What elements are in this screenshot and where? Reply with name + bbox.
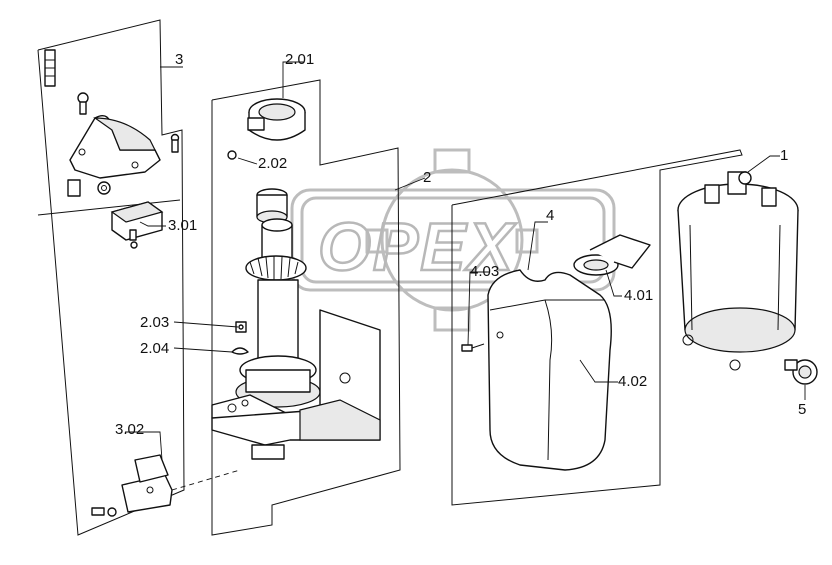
actuator-unit [677, 171, 799, 371]
group-4-assembly [451, 149, 743, 506]
callout-2-01: 2.01 [285, 51, 314, 68]
callout-3: 3 [175, 51, 183, 68]
callout-3-01: 3.01 [168, 217, 197, 234]
switch-block [110, 201, 164, 249]
bracket-screw [170, 133, 180, 153]
tank-bracket [573, 234, 651, 276]
lower-bracket [121, 454, 173, 513]
clip-part [67, 179, 81, 197]
clamp-ring [247, 98, 306, 141]
upper-cylinder [256, 188, 288, 224]
group-3-assembly [37, 19, 241, 536]
callout-2: 2 [423, 169, 431, 186]
callout-1: 1 [780, 147, 788, 164]
callout-2-03: 2.03 [140, 314, 169, 331]
watermark-logo: OPEX [290, 148, 616, 332]
callout-4-03: 4.03 [470, 263, 499, 280]
group-2-frame [211, 79, 401, 536]
lower-screw [91, 507, 117, 517]
washer [97, 181, 111, 195]
gear-shaft [235, 218, 321, 408]
stud-bolt [44, 49, 56, 87]
spring-washer [231, 347, 249, 355]
callout-4: 4 [546, 207, 554, 224]
callout-5: 5 [798, 401, 806, 418]
callout-4-01: 4.01 [624, 287, 653, 304]
small-screw [77, 92, 89, 115]
callout-3-02: 3.02 [115, 421, 144, 438]
group-3-inner-frame [37, 199, 181, 216]
leader-lines [125, 61, 806, 461]
tank-screw [461, 343, 485, 352]
hose-fitting [784, 359, 818, 385]
base-plate [211, 309, 381, 460]
group-2-assembly [211, 79, 401, 536]
dashed-link-line [171, 469, 241, 491]
group-4-frame [451, 149, 743, 506]
callout-labels: 3 2.01 2.02 2 3.01 2.03 2.04 3.02 4 4.03… [115, 51, 806, 438]
callout-2-04: 2.04 [140, 340, 169, 357]
callout-2-02: 2.02 [258, 155, 287, 172]
set-screw [227, 150, 237, 160]
mounting-bracket [69, 115, 161, 179]
callout-4-02: 4.02 [618, 373, 647, 390]
group-3-frame [37, 19, 185, 536]
watermark-text: OPEX [318, 209, 517, 285]
reservoir-tank [487, 269, 612, 471]
